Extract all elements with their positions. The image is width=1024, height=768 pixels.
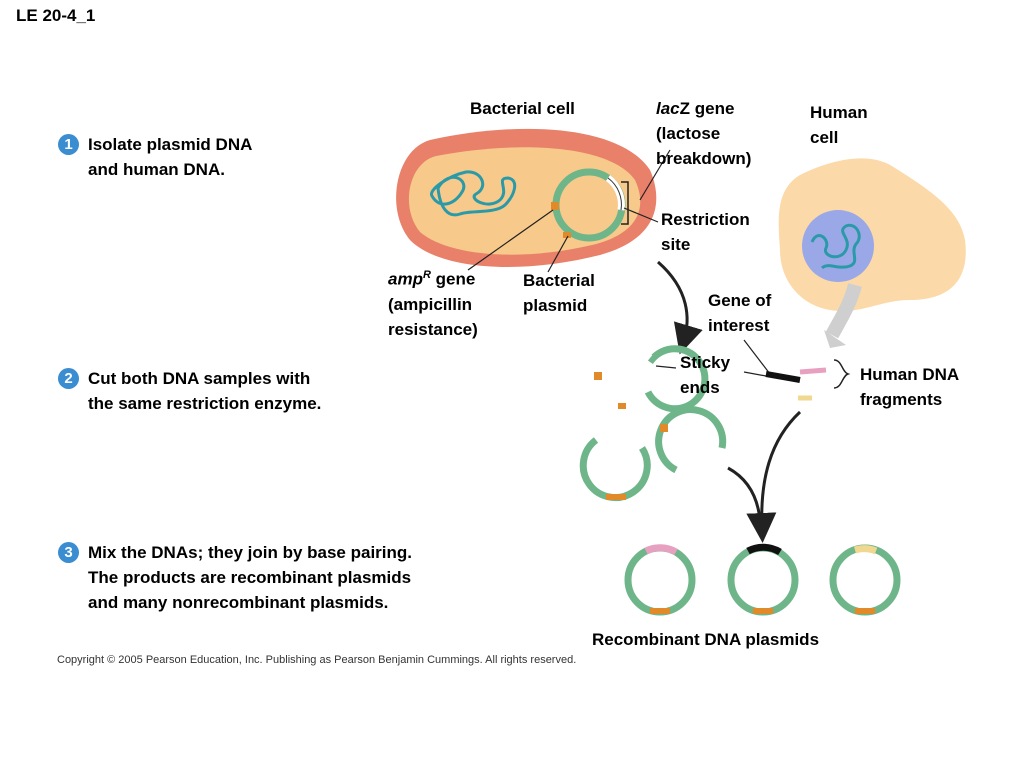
step-2-badge: 2 xyxy=(58,368,79,389)
human-cell xyxy=(778,158,966,312)
label-restriction-site: Restriction site xyxy=(661,207,750,257)
step-3-line2: The products are recombinant plasmids xyxy=(88,568,412,587)
label-amp-line3: resistance) xyxy=(388,319,478,339)
label-restriction-line2: site xyxy=(661,235,691,254)
label-bacterial-plasmid: Bacterial plasmid xyxy=(523,268,595,318)
cut-plasmid xyxy=(594,345,709,413)
label-lacz-line2: (lactose xyxy=(656,124,721,143)
label-human-cell: Human cell xyxy=(810,100,868,150)
recombinant-plasmid-pink xyxy=(624,544,696,616)
nucleus xyxy=(802,210,874,282)
recombinant-plasmid-black xyxy=(727,543,799,616)
label-human-dna-fragments: Human DNA fragments xyxy=(860,362,959,412)
step-1-line2: and human DNA. xyxy=(88,160,225,179)
label-amp-line2: (ampicillin xyxy=(388,294,473,314)
label-gene-line1: Gene of xyxy=(708,291,772,310)
join-arrow xyxy=(746,410,802,543)
label-amp-italic: amp xyxy=(388,269,423,289)
label-recombinant-plasmids: Recombinant DNA plasmids xyxy=(592,630,820,649)
label-gene-line2: interest xyxy=(708,316,770,335)
label-lacz-line3: breakdown) xyxy=(656,149,752,168)
label-lacz-italic: lac xyxy=(656,99,680,118)
step-3-line3: and many nonrecombinant plasmids. xyxy=(88,593,389,612)
step-2-line1: Cut both DNA samples with xyxy=(88,369,311,388)
copyright-notice: Copyright © 2005 Pearson Education, Inc.… xyxy=(57,654,577,666)
label-human-cell-line2: cell xyxy=(810,128,839,147)
gene-of-interest-fragment xyxy=(765,371,801,383)
label-amp-sup: R xyxy=(422,269,431,281)
cut-arrow xyxy=(657,260,703,355)
recombinant-plasmid-yellow xyxy=(829,544,901,616)
step-1-line1: Isolate plasmid DNA xyxy=(88,135,253,154)
step-1: 1 Isolate plasmid DNA and human DNA. xyxy=(58,132,252,182)
amp-gene-mark xyxy=(551,202,559,210)
pink-fragment xyxy=(799,367,827,375)
step-3-badge: 3 xyxy=(58,542,79,563)
bacterial-chromosome xyxy=(430,170,517,217)
step-1-badge: 1 xyxy=(58,134,79,155)
step-2-line2: the same restriction enzyme. xyxy=(88,394,322,413)
step-3: 3 Mix the DNAs; they join by base pairin… xyxy=(58,540,412,615)
bacterial-cell xyxy=(396,128,657,267)
label-amp-gene: ampR gene (ampicillin resistance) xyxy=(388,263,478,342)
label-plasmid-line2: plasmid xyxy=(523,296,588,315)
label-human-cell-line1: Human xyxy=(810,103,868,122)
label-sticky-line1: Sticky xyxy=(680,353,731,372)
label-lacz-rest: Z gene xyxy=(679,99,735,118)
step-2: 2 Cut both DNA samples with the same res… xyxy=(58,366,321,416)
label-amp-rest: gene xyxy=(430,269,476,289)
step-3-line1: Mix the DNAs; they join by base pairing. xyxy=(88,543,412,562)
label-sticky-ends: Sticky ends xyxy=(680,350,730,400)
cut-plasmid-right xyxy=(655,406,727,474)
cut-plasmid-left xyxy=(579,437,651,502)
label-fragments-line2: fragments xyxy=(860,390,943,409)
label-gene-of-interest: Gene of interest xyxy=(708,288,771,338)
label-plasmid-line1: Bacterial xyxy=(523,271,595,290)
label-bacterial-cell: Bacterial cell xyxy=(470,99,575,118)
label-lacz: lacZ gene (lactose breakdown) xyxy=(656,96,751,171)
page-title: LE 20-4_1 xyxy=(16,6,96,25)
label-restriction-line1: Restriction xyxy=(661,210,750,229)
label-fragments-line1: Human DNA xyxy=(860,365,960,384)
label-sticky-line2: ends xyxy=(680,378,720,397)
